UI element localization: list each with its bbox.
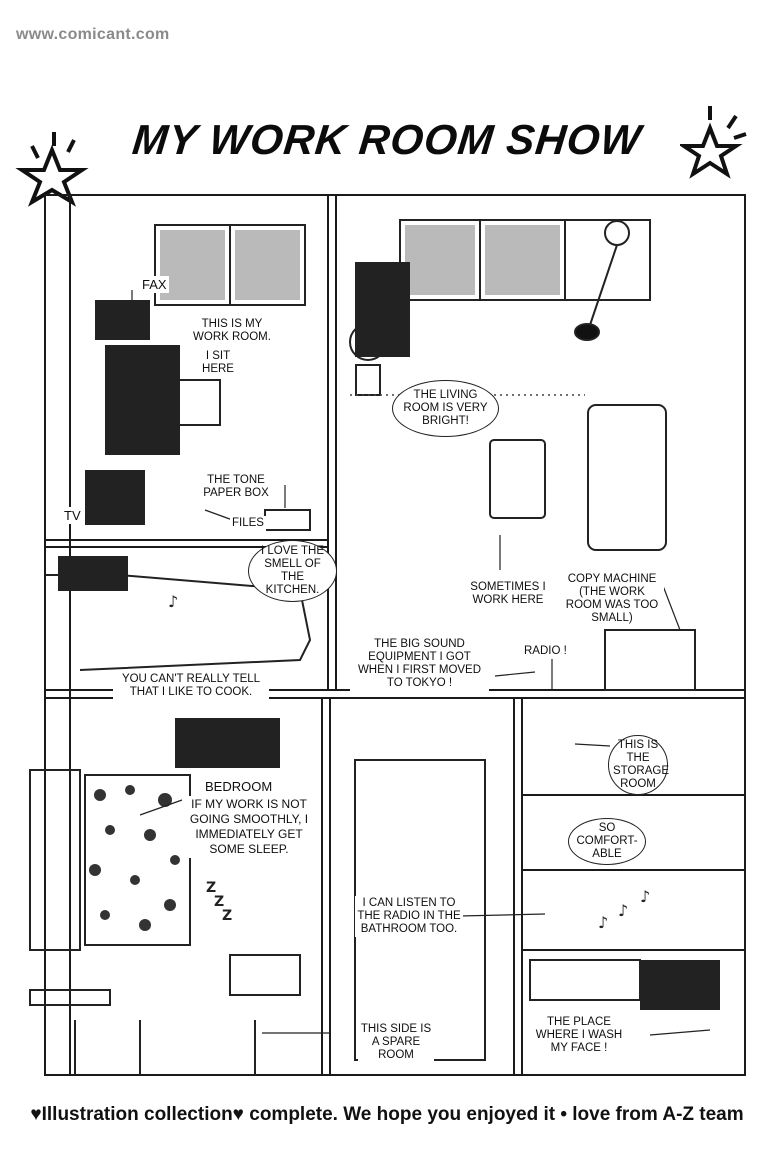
label-sound-equipment: THE BIG SOUND EQUIPMENT I GOT WHEN I FIR… xyxy=(350,637,489,691)
label-living-room: THE LIVING ROOM IS VERY BRIGHT! xyxy=(392,380,499,437)
label-sometimes-work: SOMETIMES I WORK HERE xyxy=(460,580,556,608)
star-right-icon xyxy=(680,106,747,179)
label-tone-paper-box: THE TONE PAPER BOX xyxy=(194,473,278,501)
label-fax: FAX xyxy=(140,276,169,293)
label-wash-face: THE PLACE WHERE I WASH MY FACE ! xyxy=(532,1015,626,1056)
label-radio: RADIO ! xyxy=(522,644,569,659)
svg-text:♪: ♪ xyxy=(640,887,650,906)
label-kitchen-smell: I LOVE THE SMELL OF THE KITCHEN. xyxy=(248,540,337,602)
label-files: FILES xyxy=(230,516,266,531)
svg-text:Z: Z xyxy=(206,880,216,896)
svg-text:♪: ♪ xyxy=(618,901,628,920)
label-bathroom-radio: I CAN LISTEN TO THE RADIO IN THE BATHROO… xyxy=(355,896,463,937)
svg-text:Z: Z xyxy=(214,894,224,910)
svg-text:♪: ♪ xyxy=(598,913,608,932)
footer-text: ♥Illustration collection♥ complete. We h… xyxy=(30,1104,744,1125)
svg-text:Z: Z xyxy=(222,908,232,924)
label-cook: YOU CAN'T REALLY TELL THAT I LIKE TO COO… xyxy=(113,672,269,700)
watermark: www.comicant.com xyxy=(16,26,170,43)
label-bedroom: BEDROOM xyxy=(203,778,275,795)
label-tv: TV xyxy=(62,507,83,524)
label-storage-room: THIS IS THE STORAGE ROOM xyxy=(608,735,669,795)
label-sit-here: I SIT HERE xyxy=(196,349,240,377)
label-copy-machine: COPY MACHINE (THE WORK ROOM WAS TOO SMAL… xyxy=(560,572,664,626)
label-work-room: THIS IS MY WORK ROOM. xyxy=(190,317,274,345)
label-sleep: IF MY WORK IS NOT GOING SMOOTHLY, I IMME… xyxy=(186,796,312,858)
label-comfortable: SO COMFORT- ABLE xyxy=(568,818,646,865)
svg-text:♪: ♪ xyxy=(168,592,178,611)
star-left-icon xyxy=(15,132,89,207)
label-spare-room: THIS SIDE IS A SPARE ROOM xyxy=(358,1022,434,1063)
